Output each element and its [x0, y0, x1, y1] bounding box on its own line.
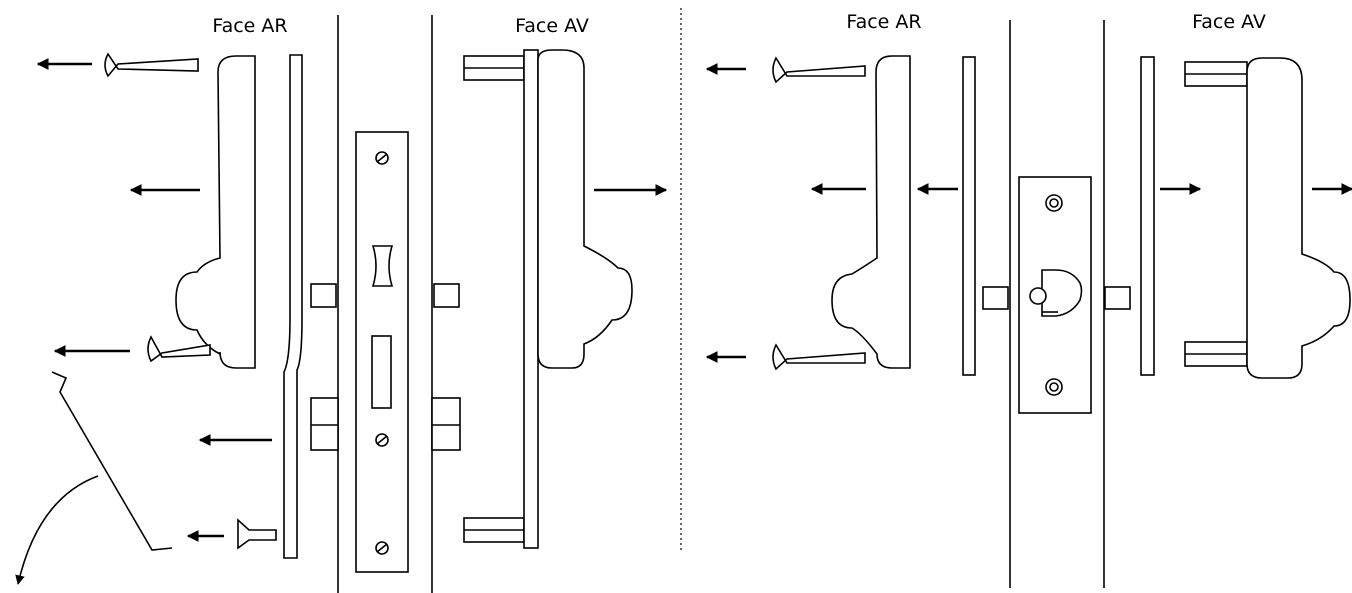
face-ar-label-left: Face AR: [212, 15, 287, 37]
face-ar-label-right: Face AR: [846, 11, 921, 33]
front-escutcheon-plate-right: [1140, 56, 1155, 376]
screw-icon: [237, 518, 277, 550]
face-av-label-left: Face AV: [515, 15, 589, 37]
back-handle-right: [831, 55, 911, 369]
back-escutcheon-plate-right: [962, 56, 976, 376]
spindle-stub: [1104, 286, 1131, 310]
spindle-stub: [433, 283, 460, 308]
back-handle-left: [175, 55, 256, 369]
back-escutcheon-plate-left: [283, 54, 303, 559]
cylinder-block-left: [310, 397, 339, 451]
cylinder-block-right: [431, 397, 461, 451]
screw-icon: [104, 52, 199, 78]
spindle-stub: [310, 283, 337, 308]
front-handle-right: [1184, 57, 1351, 379]
screw-icon: [772, 343, 866, 371]
spindle-stub: [982, 286, 1009, 310]
screw-icon: [147, 335, 211, 363]
front-handle-left: [463, 49, 633, 549]
screw-icon: [772, 56, 866, 84]
face-av-label-right: Face AV: [1192, 11, 1266, 33]
lock-case-left: [355, 131, 409, 573]
curved-arrow-icon: [15, 475, 99, 585]
lever-tool: [51, 371, 173, 551]
latch-faceplate-right: [1018, 176, 1092, 414]
